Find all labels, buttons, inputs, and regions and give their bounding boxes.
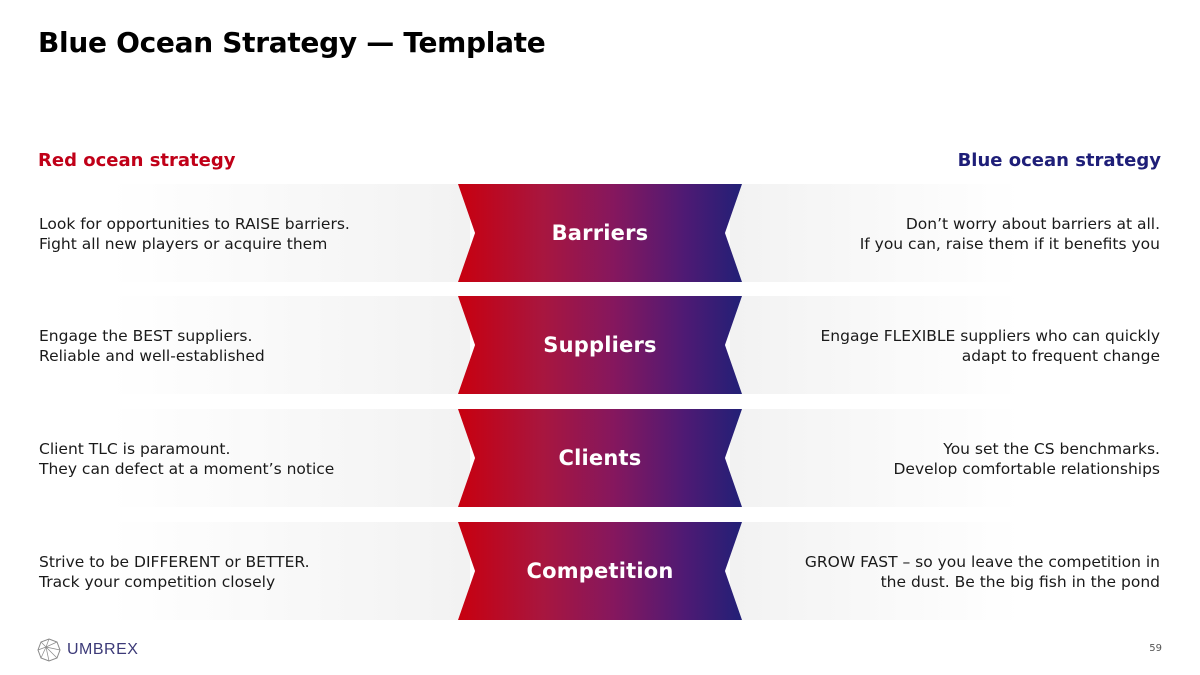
blue-band [730, 522, 1030, 620]
page-number: 59 [1149, 643, 1162, 654]
category-label: Suppliers [543, 333, 657, 357]
red-text-line: Track your competition closely [39, 573, 276, 591]
red-text-line: Look for opportunities to RAISE barriers… [39, 215, 350, 233]
logo-text: UMBREX [67, 641, 139, 658]
red-ocean-heading: Red ocean strategy [38, 150, 236, 171]
red-text-line: Strive to be DIFFERENT or BETTER. [39, 553, 310, 571]
blue-text-line: adapt to frequent change [961, 347, 1160, 365]
blue-band [730, 184, 1030, 282]
blue-ocean-text: Engage FLEXIBLE suppliers who can quickl… [740, 326, 1160, 366]
red-band [0, 522, 470, 620]
red-text-line: Client TLC is paramount. [39, 440, 231, 458]
comparison-row-suppliers: Engage the BEST suppliers. Reliable and … [0, 296, 1200, 394]
blue-text-line: GROW FAST – so you leave the competition… [804, 553, 1160, 571]
red-text-line: Engage the BEST suppliers. [39, 327, 253, 345]
comparison-row-barriers: Look for opportunities to RAISE barriers… [0, 184, 1200, 282]
blue-ocean-text: GROW FAST – so you leave the competition… [740, 552, 1160, 592]
category-chevron: Competition [458, 522, 742, 620]
blue-band [730, 296, 1030, 394]
red-ocean-text: Client TLC is paramount. They can defect… [39, 439, 449, 479]
category-label: Clients [558, 446, 642, 470]
blue-text-line: Develop comfortable relationships [893, 460, 1160, 478]
blue-text-line: the dust. Be the big fish in the pond [880, 573, 1160, 591]
category-chevron: Clients [458, 409, 742, 507]
category-label: Competition [526, 559, 674, 583]
comparison-row-competition: Strive to be DIFFERENT or BETTER. Track … [0, 522, 1200, 620]
blue-text-line: If you can, raise them if it benefits yo… [859, 235, 1160, 253]
red-band [0, 409, 470, 507]
blue-text-line: You set the CS benchmarks. [943, 440, 1160, 458]
red-ocean-text: Strive to be DIFFERENT or BETTER. Track … [39, 552, 449, 592]
red-text-line: Fight all new players or acquire them [39, 235, 328, 253]
umbrex-polygon-icon [37, 638, 61, 662]
blue-ocean-text: You set the CS benchmarks. Develop comfo… [740, 439, 1160, 479]
blue-ocean-text: Don’t worry about barriers at all. If yo… [740, 214, 1160, 254]
category-label: Barriers [551, 221, 649, 245]
red-text-line: They can defect at a moment’s notice [39, 460, 335, 478]
red-band [0, 184, 470, 282]
red-ocean-text: Engage the BEST suppliers. Reliable and … [39, 326, 449, 366]
red-ocean-text: Look for opportunities to RAISE barriers… [39, 214, 449, 254]
category-chevron: Barriers [458, 184, 742, 282]
blue-band [730, 409, 1030, 507]
blue-text-line: Don’t worry about barriers at all. [905, 215, 1160, 233]
red-band [0, 296, 470, 394]
red-text-line: Reliable and well-established [39, 347, 265, 365]
blue-ocean-heading: Blue ocean strategy [957, 150, 1161, 171]
category-chevron: Suppliers [458, 296, 742, 394]
page-title: Blue Ocean Strategy — Template [38, 26, 546, 59]
blue-text-line: Engage FLEXIBLE suppliers who can quickl… [820, 327, 1160, 345]
umbrex-logo: UMBREX [37, 638, 138, 662]
comparison-row-clients: Client TLC is paramount. They can defect… [0, 409, 1200, 507]
